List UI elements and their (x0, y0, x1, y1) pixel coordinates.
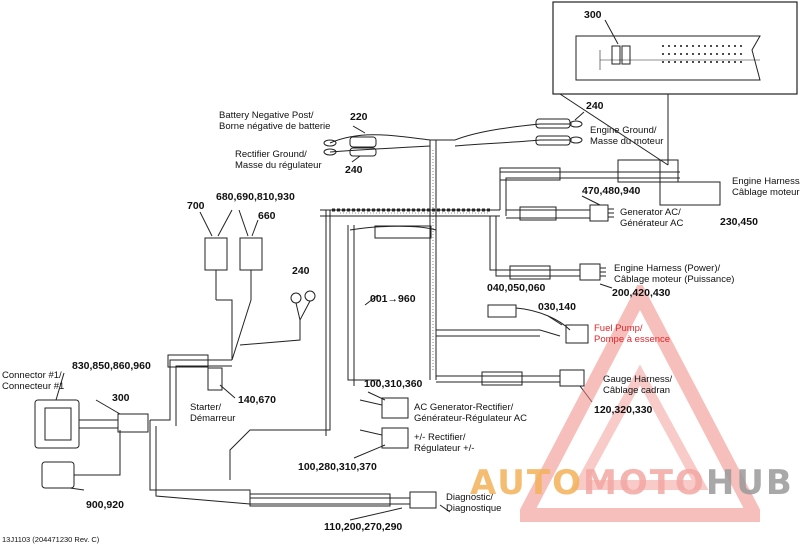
label-240-mid: 240 (292, 265, 310, 277)
label-rectifier-ground: Rectifier Ground/Masse du régulateur (235, 149, 322, 171)
label-300-connector: 300 (112, 392, 130, 404)
label-030-140: 030,140 (538, 301, 576, 313)
label-200-420-430: 200,420,430 (612, 287, 671, 299)
label-300-inset: 300 (584, 9, 602, 21)
label-680-690-810-930: 680,690,810,930 (216, 191, 295, 203)
watermark-logo: AUTOMOTOHUB (470, 463, 794, 503)
label-ac-generator-rectifier: AC Generator-Rectifier/Générateur-Régula… (414, 402, 528, 424)
label-engine-harness: Engine Harness/Câblage moteur (732, 176, 800, 198)
label-040-050-060: 040,050,060 (487, 282, 546, 294)
label-fuel-pump: Fuel Pump/Pompe à essence (594, 323, 671, 345)
label-100-310-360: 100,310,360 (364, 378, 423, 390)
label-generator-ac: Generator AC/Générateur AC (620, 207, 684, 229)
label-diagnostic: Diagnostic/Diagnostique (446, 492, 502, 514)
label-connector-1: Connector #1/Connecteur #1 (2, 370, 65, 392)
label-001-960: 001→960 (370, 293, 416, 305)
label-engine-harness-power: Engine Harness (Power)/Câblage moteur (P… (614, 263, 735, 285)
label-660: 660 (258, 210, 276, 222)
label-700: 700 (187, 200, 205, 212)
label-240-engine-ground: 240 (586, 100, 604, 112)
label-110-200-270-290: 110,200,270,290 (324, 521, 403, 533)
label-120-320-330: 120,320,330 (594, 404, 653, 416)
label-470-480-940: 470,480,940 (582, 185, 641, 197)
label-battery-negative: Battery Negative Post/Borne négative de … (219, 110, 331, 132)
label-engine-ground: Engine Ground/Masse du moteur (590, 125, 664, 147)
label-100-280-310-370: 100,280,310,370 (298, 461, 377, 473)
label-900-920: 900,920 (86, 499, 124, 511)
footer-code: 13J1103 (204471230 Rev. C) (2, 535, 100, 544)
label-220: 220 (350, 111, 368, 123)
label-starter: Starter/Démarreur (190, 402, 236, 424)
label-830-850-860-960: 830,850,860,960 (72, 360, 151, 372)
label-gauge-harness: Gauge Harness/Câblage cadran (603, 374, 673, 396)
label-140-670: 140,670 (238, 394, 276, 406)
label-rectifier-pm: +/- Rectifier/Régulateur +/- (414, 432, 475, 454)
label-230-450: 230,450 (720, 216, 758, 228)
label-240-rectifier: 240 (345, 164, 363, 176)
watermark-triangle (520, 285, 760, 522)
